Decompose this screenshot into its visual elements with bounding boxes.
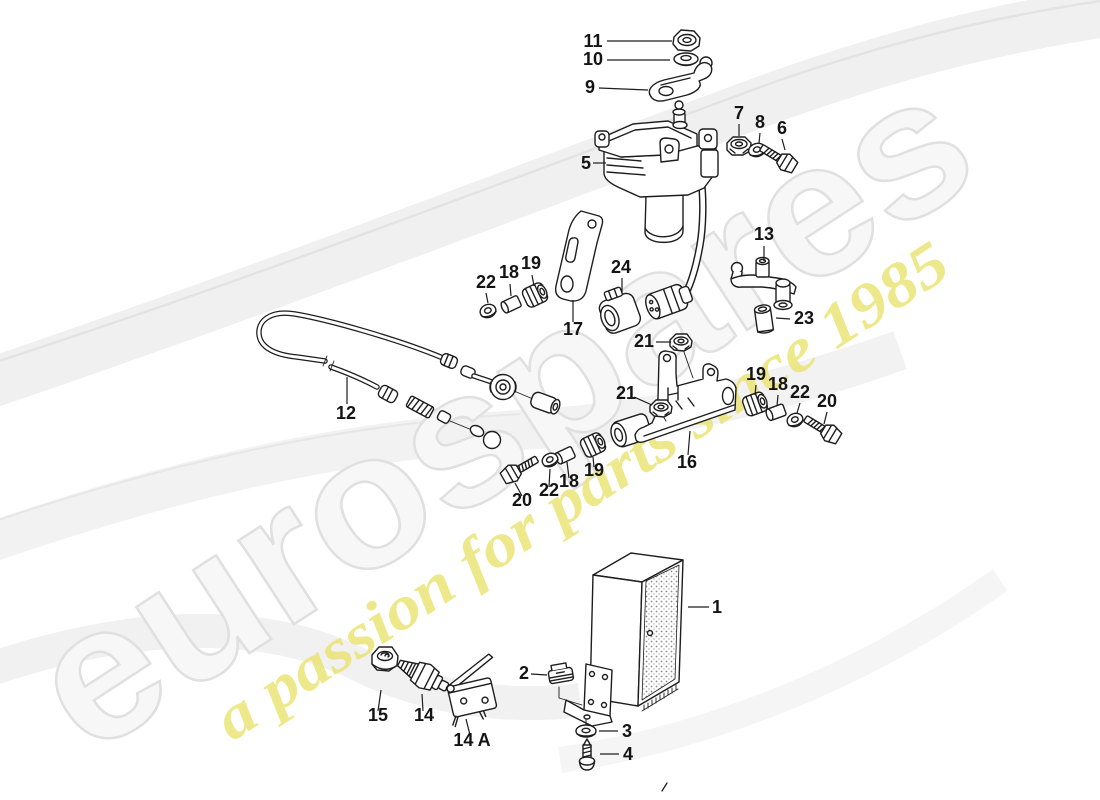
callout-leader-21 (633, 396, 653, 406)
stray-mark (661, 782, 668, 792)
callout-label-22: 22 (790, 382, 810, 402)
callout-label-19: 19 (584, 460, 604, 480)
callout-leader-23 (775, 317, 791, 320)
part-23-bushing-drawing (753, 304, 775, 334)
part-21-nut-lower-drawing (649, 399, 673, 418)
callout-label-18: 18 (499, 262, 519, 282)
part-19-grommet-top-drawing (521, 282, 549, 308)
part-20-bolt-right-drawing (803, 415, 843, 445)
callout-label-24: 24 (611, 257, 631, 277)
callout-label-3: 3 (622, 721, 632, 741)
callout-label-16: 16 (677, 452, 697, 472)
callout-label-21: 21 (616, 383, 636, 403)
parts-drawing (256, 29, 843, 792)
part-3-washer-drawing (575, 724, 597, 738)
callout-leader-19 (531, 274, 535, 287)
callout-leader-18 (776, 394, 779, 407)
callout-leader-20 (514, 482, 523, 497)
callout-leader-9 (598, 87, 649, 91)
callout-leader-18 (566, 461, 570, 479)
callout-leader-6 (781, 138, 786, 151)
part-17-bracket-drawing (554, 210, 604, 302)
part-4-screw-drawing (578, 738, 596, 771)
part-21-nut-upper-drawing (669, 333, 693, 352)
part-22-washer-left-drawing (541, 452, 559, 468)
callout-leader-14 (421, 693, 424, 712)
part-19-grommet-left-drawing (579, 432, 607, 458)
part-18-spacer-top-drawing (500, 295, 522, 314)
part-22-washer-right-drawing (786, 412, 804, 428)
callout-leader-8 (758, 132, 761, 144)
part-2-clip-drawing (547, 662, 575, 685)
callout-label-19: 19 (746, 364, 766, 384)
part-12-cable-drawing (256, 310, 561, 450)
callout-label-20: 20 (512, 490, 532, 510)
part-11-nut-drawing (672, 29, 701, 52)
callout-label-20: 20 (817, 391, 837, 411)
callout-leader-20 (823, 411, 828, 425)
callout-label-13: 13 (754, 224, 774, 244)
part-20-bolt-left-drawing (499, 455, 539, 485)
part-16-bracket-drawing (610, 350, 737, 448)
callout-leader-14A (465, 718, 471, 736)
callout-label-18: 18 (559, 471, 579, 491)
callout-leader-22 (796, 402, 801, 414)
part-10-washer-drawing (673, 52, 699, 67)
callout-label-14A: 14 A (453, 730, 490, 750)
callout-leader-15 (377, 689, 382, 712)
callout-label-15: 15 (368, 705, 388, 725)
part-13-linkage-drawing (730, 256, 797, 311)
callout-label-11: 11 (583, 31, 602, 51)
callout-label-12: 12 (336, 403, 356, 423)
callout-label-21: 21 (634, 331, 654, 351)
callout-label-2: 2 (519, 663, 529, 683)
callout-label-9: 9 (585, 77, 595, 97)
callout-label-5: 5 (581, 153, 591, 173)
callout-label-4: 4 (623, 744, 633, 764)
part-22-washer-top-drawing (479, 303, 497, 319)
callout-label-6: 6 (777, 118, 787, 138)
part-18-spacer-right-drawing (765, 403, 787, 422)
callout-leader-19 (754, 384, 757, 396)
part-24-clamp-drawing (598, 286, 642, 334)
callout-label-19: 19 (521, 253, 541, 273)
callout-leader-22 (485, 292, 489, 304)
part-9-lever-drawing (648, 56, 713, 102)
callout-leader-22 (548, 468, 551, 488)
callout-leader-2 (530, 673, 548, 676)
part-5-actuator-drawing (594, 100, 719, 297)
part-14a-microswitch-drawing (446, 653, 498, 728)
callout-label-8: 8 (755, 112, 765, 132)
part-15-nut-drawing (371, 646, 399, 672)
callout-label-17: 17 (563, 319, 583, 339)
callout-leader-16 (687, 430, 691, 456)
callout-label-22: 22 (539, 480, 559, 500)
hose-plug-drawing (645, 283, 694, 320)
part-1-control-unit-drawing (558, 552, 684, 727)
callout-leader-18 (509, 283, 512, 297)
part-19-grommet-right-drawing (741, 391, 769, 417)
callout-label-10: 10 (583, 49, 603, 69)
part-7-nut-drawing (726, 136, 752, 156)
callout-label-14: 14 (414, 705, 434, 725)
callout-label-18: 18 (768, 374, 788, 394)
callout-label-7: 7 (734, 103, 744, 123)
part-6-bolt-drawing (759, 144, 799, 174)
callout-label-1: 1 (712, 597, 722, 617)
callout-label-23: 23 (794, 308, 814, 328)
callout-label-22: 22 (476, 272, 496, 292)
callout-leader-19 (592, 456, 595, 468)
